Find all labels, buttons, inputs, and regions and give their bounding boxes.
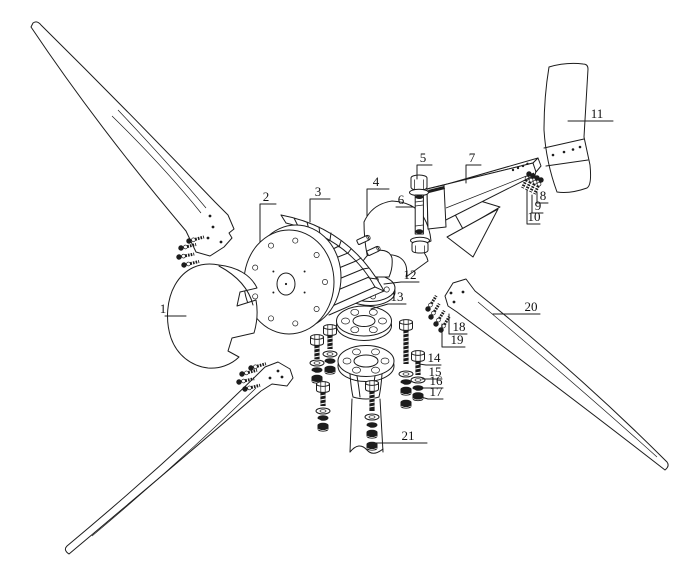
blade-right [444, 278, 669, 471]
tower-assembly [337, 345, 395, 454]
part-label-13: 13 [390, 289, 404, 304]
part-label-16: 16 [429, 373, 443, 388]
blade-upper-left [30, 21, 235, 257]
part-label-11: 11 [590, 106, 604, 121]
part-label-7: 7 [468, 150, 476, 165]
blade-lower-left [64, 361, 294, 555]
free-flange [336, 305, 392, 341]
leader-lines [164, 120, 614, 444]
tail-boom [426, 157, 542, 230]
boom-tip-cap [532, 157, 542, 173]
rotor-plate [243, 224, 342, 335]
part-label-14: 14 [427, 350, 441, 365]
part-label-17: 17 [429, 384, 443, 399]
part-label-5: 5 [419, 150, 427, 165]
part-label-6: 6 [397, 192, 405, 207]
pole-break-line [349, 445, 384, 454]
tail-fin [543, 62, 592, 193]
boom-fork-lower-plate [446, 208, 499, 258]
part-label-8: 8 [539, 188, 547, 203]
nose-cone [167, 263, 258, 369]
part-label-20: 20 [524, 299, 538, 314]
bolt-14-washer-15-spring-16-nut-17 [410, 350, 426, 402]
stator-stud [356, 234, 371, 245]
part-label-12: 12 [403, 267, 417, 282]
part-label-21: 21 [401, 428, 415, 443]
part-label-4: 4 [372, 174, 380, 189]
part-label-10: 10 [527, 209, 541, 224]
part-label-19: 19 [450, 332, 464, 347]
stator-stud [366, 245, 381, 256]
part-label-9: 9 [534, 198, 542, 213]
part-label-2: 2 [262, 189, 270, 204]
part-label-15: 15 [428, 364, 442, 379]
pivot-bolt-assembly [409, 174, 430, 254]
tower-adapter-cone [349, 373, 383, 398]
part-label-3: 3 [314, 184, 322, 199]
part-label-18: 18 [452, 319, 466, 334]
part-label-1: 1 [159, 301, 167, 316]
rear-bracket [363, 188, 501, 278]
